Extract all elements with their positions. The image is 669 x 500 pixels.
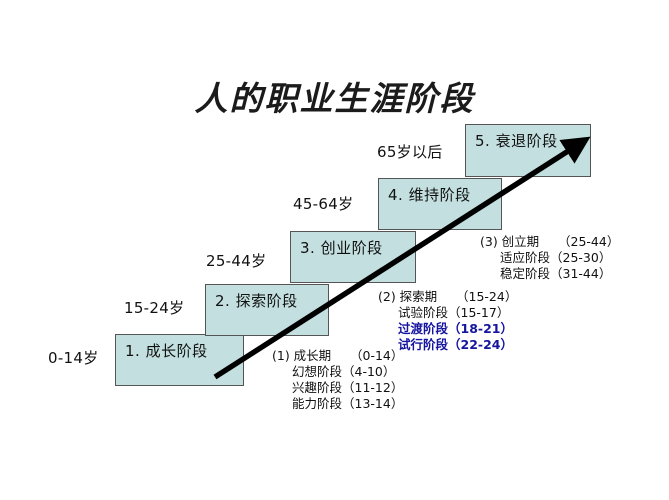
note-exploration-row-2-range: （22-24） [448,337,513,352]
note-exploration-row-0: 试验阶段（15-17） [378,305,517,321]
age-label-maintenance: 45-64岁 [293,195,354,213]
note-establishment: (3) 创立期 （25-44） 适应阶段（25-30） 稳定阶段（31-44） [480,234,619,282]
note-establishment-row-1-name: 稳定阶段 [500,266,551,281]
note-establishment-row-0-name: 适应阶段 [500,250,551,265]
note-establishment-head: (3) 创立期 （25-44） [480,234,619,250]
step-box-growth-label: 1. 成长阶段 [125,342,208,360]
age-label-establishment: 25-44岁 [206,252,267,270]
note-growth-row-0-range: （4-10） [342,364,396,379]
note-growth-head-name: (1) 成长期 [272,348,332,363]
note-exploration-row-1-range: （18-21） [448,321,513,336]
step-box-establishment[interactable]: 3. 创业阶段 [290,231,416,283]
note-exploration-row-0-range: （15-17） [448,305,510,320]
age-label-growth: 0-14岁 [48,349,99,367]
note-exploration-row-2: 试行阶段（22-24） [378,337,517,353]
step-box-growth[interactable]: 1. 成长阶段 [115,334,244,386]
age-label-decline: 65岁以后 [377,143,443,161]
note-growth-head-range: （0-14） [350,348,404,363]
note-exploration-head-name: (2) 探索期 [378,289,438,304]
step-box-decline[interactable]: 5. 衰退阶段 [465,124,591,177]
note-growth-row-2: 能力阶段（13-14） [272,396,403,412]
step-box-exploration[interactable]: 2. 探索阶段 [205,284,329,336]
note-growth-row-1-range: （11-12） [342,380,404,395]
note-growth-row-1: 兴趣阶段（11-12） [272,380,403,396]
note-exploration-head: (2) 探索期 （15-24） [378,289,517,305]
note-growth-head: (1) 成长期 （0-14） [272,348,403,364]
note-establishment-head-range: （25-44） [558,234,620,249]
note-exploration: (2) 探索期 （15-24） 试验阶段（15-17） 过渡阶段（18-21） 试… [378,289,517,353]
note-establishment-head-name: (3) 创立期 [480,234,540,249]
note-growth-row-2-range: （13-14） [342,396,404,411]
note-exploration-row-0-name: 试验阶段 [398,305,449,320]
note-growth-row-0: 幻想阶段（4-10） [272,364,403,380]
note-establishment-row-1-range: （31-44） [550,266,612,281]
note-exploration-row-1: 过渡阶段（18-21） [378,321,517,337]
step-box-establishment-label: 3. 创业阶段 [300,239,383,257]
note-growth-row-1-name: 兴趣阶段 [292,380,343,395]
note-establishment-row-0: 适应阶段（25-30） [480,250,619,266]
note-exploration-head-range: （15-24） [456,289,518,304]
page-title: 人的职业生涯阶段 [194,79,475,118]
note-establishment-row-1: 稳定阶段（31-44） [480,266,619,282]
note-growth: (1) 成长期 （0-14） 幻想阶段（4-10） 兴趣阶段（11-12） 能力阶… [272,348,403,412]
note-growth-row-0-name: 幻想阶段 [292,364,343,379]
age-label-exploration: 15-24岁 [124,299,185,317]
step-box-decline-label: 5. 衰退阶段 [475,132,558,150]
note-exploration-row-2-name: 试行阶段 [398,337,449,352]
note-establishment-row-0-range: （25-30） [550,250,612,265]
step-box-maintenance-label: 4. 维持阶段 [388,186,471,204]
note-exploration-row-1-name: 过渡阶段 [398,321,449,336]
note-growth-row-2-name: 能力阶段 [292,396,343,411]
step-box-exploration-label: 2. 探索阶段 [215,292,298,310]
step-box-maintenance[interactable]: 4. 维持阶段 [378,178,502,230]
